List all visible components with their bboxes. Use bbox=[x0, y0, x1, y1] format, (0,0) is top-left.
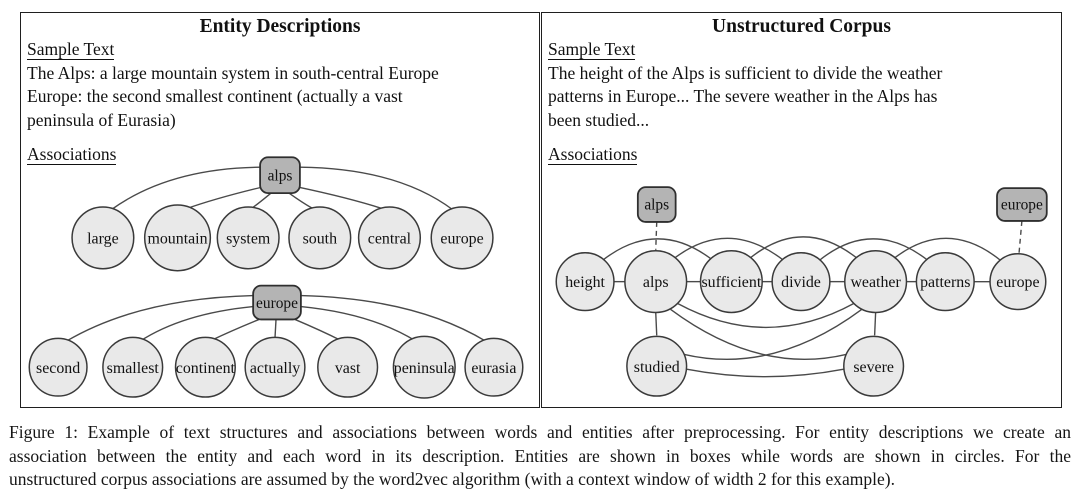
node-label: sufficient bbox=[701, 274, 761, 291]
word-node-height: height bbox=[555, 252, 615, 312]
node-label: alps bbox=[643, 274, 669, 291]
word-node-alps-word: alps bbox=[624, 250, 688, 314]
sample-text-heading: Sample Text bbox=[548, 39, 636, 60]
word-node-second: second bbox=[28, 337, 88, 397]
node-label: alps bbox=[268, 168, 293, 185]
node-label: eurasia bbox=[471, 360, 516, 377]
word-node-divide: divide bbox=[771, 252, 831, 312]
node-label: alps bbox=[644, 196, 669, 213]
word-node-system: system bbox=[216, 206, 280, 270]
sample-text-line: The Alps: a large mountain system in sou… bbox=[27, 62, 439, 83]
node-label: mountain bbox=[147, 230, 207, 247]
corpus-associations-graph: alps europe height alps sufficient divid… bbox=[555, 186, 1048, 397]
sample-text-line: patterns in Europe... The severe weather… bbox=[548, 86, 938, 106]
sample-text-line: peninsula of Eurasia) bbox=[27, 109, 176, 130]
caption-line: association between the entity and each … bbox=[9, 445, 1071, 466]
sample-text-line: The height of the Alps is sufficient to … bbox=[548, 62, 943, 83]
node-label: south bbox=[303, 230, 338, 247]
word-node-actually: actually bbox=[244, 336, 306, 398]
word-node-severe: severe bbox=[843, 335, 905, 397]
word-node-vast: vast bbox=[317, 336, 379, 398]
sample-text-line: been studied... bbox=[548, 109, 650, 130]
entity-link-edges bbox=[655, 220, 1023, 255]
word-node-large: large bbox=[71, 206, 135, 270]
alps-graph-edges bbox=[110, 166, 454, 211]
node-label: smallest bbox=[107, 360, 160, 377]
entity-box bbox=[636, 186, 677, 223]
word-node-weather: weather bbox=[844, 250, 908, 314]
word-node-central: central bbox=[357, 206, 422, 270]
word-node-south: south bbox=[288, 206, 352, 270]
figure-caption: Figure 1: Example of text structures and… bbox=[0, 421, 1080, 492]
entity-box bbox=[252, 284, 302, 321]
entity-node-europe: europe bbox=[252, 284, 302, 321]
node-label: patterns bbox=[920, 274, 970, 291]
word-node-sufficient: sufficient bbox=[699, 250, 763, 314]
word-node-europe-word: europe bbox=[989, 253, 1047, 311]
node-label: peninsula bbox=[394, 360, 455, 377]
unstructured-corpus-panel: alps europe height alps sufficient divid… bbox=[541, 12, 1062, 408]
associations-heading: Associations bbox=[548, 144, 638, 165]
node-label: europe bbox=[440, 230, 483, 247]
entity-node-alps: alps bbox=[259, 156, 301, 194]
sample-text-line: Europe: the second smallest continent (a… bbox=[27, 86, 403, 106]
entity-descriptions-panel: alps large mountain system south central bbox=[20, 12, 540, 408]
node-label: central bbox=[368, 230, 412, 247]
word-node-peninsula: peninsula bbox=[392, 335, 456, 399]
node-label: actually bbox=[250, 360, 300, 377]
node-label: studied bbox=[634, 359, 680, 376]
entity-associations-graph: alps large mountain system south central bbox=[28, 156, 524, 399]
node-label: large bbox=[87, 230, 119, 247]
word-node-mountain: mountain bbox=[143, 204, 212, 272]
word-node-studied: studied bbox=[626, 335, 688, 397]
caption-line: unstructured corpus associations are ass… bbox=[9, 469, 895, 490]
node-label: divide bbox=[781, 274, 821, 291]
node-label: europe bbox=[256, 295, 298, 312]
node-label: weather bbox=[850, 274, 901, 291]
entity-box bbox=[259, 156, 301, 194]
node-label: second bbox=[36, 360, 80, 377]
node-label: vast bbox=[335, 360, 361, 377]
associations-heading: Associations bbox=[27, 144, 117, 165]
entity-node-alps: alps bbox=[636, 186, 677, 223]
node-label: continent bbox=[176, 360, 236, 377]
node-label: severe bbox=[853, 359, 894, 376]
entity-node-europe: europe bbox=[996, 187, 1048, 222]
corpus-graph-edges bbox=[601, 236, 1002, 378]
word-node-continent: continent bbox=[174, 336, 236, 398]
word-node-eurasia: eurasia bbox=[464, 337, 524, 397]
sample-text-heading: Sample Text bbox=[27, 39, 115, 60]
node-label: height bbox=[565, 274, 605, 291]
panel-title: Unstructured Corpus bbox=[712, 16, 891, 37]
word-node-smallest: smallest bbox=[102, 336, 164, 398]
caption-line: Figure 1: Example of text structures and… bbox=[9, 422, 1071, 442]
node-label: europe bbox=[996, 274, 1039, 291]
node-label: system bbox=[226, 230, 271, 247]
word-node-europe-word: europe bbox=[430, 206, 494, 270]
word-node-patterns: patterns bbox=[915, 252, 975, 312]
node-label: europe bbox=[1001, 196, 1043, 213]
europe-graph-edges bbox=[65, 294, 487, 342]
entity-box bbox=[996, 187, 1048, 222]
panel-title: Entity Descriptions bbox=[199, 16, 361, 37]
